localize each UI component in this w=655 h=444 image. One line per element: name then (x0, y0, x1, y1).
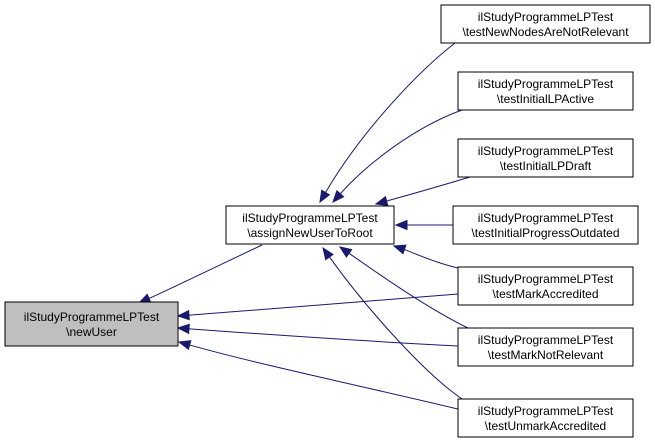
edge-arrowhead (338, 246, 353, 258)
node-box (457, 138, 634, 178)
edge-t6-to-newUser (176, 323, 459, 347)
edge-arrowhead (392, 244, 407, 255)
node-method-label: \assignNewUserToRoot (247, 226, 373, 240)
edge-line (339, 109, 463, 195)
edge-assign-to-newUser (137, 244, 263, 304)
node-t3[interactable]: ilStudyProgrammeLPTest\testInitialLPDraf… (457, 138, 634, 178)
node-box (452, 205, 639, 245)
node-class-label: ilStudyProgrammeLPTest (478, 211, 614, 225)
edges-layer (137, 42, 471, 411)
node-method-label: \testInitialLPActive (497, 92, 594, 106)
edge-t6-to-assign (338, 246, 471, 330)
edge-arrowhead (319, 189, 331, 204)
node-method-label: \testUnmarkAccredited (485, 419, 606, 433)
edge-arrowhead (176, 323, 190, 335)
node-t6[interactable]: ilStudyProgrammeLPTest\testMarkNotReleva… (457, 327, 634, 367)
node-class-label: ilStudyProgrammeLPTest (478, 333, 614, 347)
edge-t5-to-assign (392, 244, 459, 269)
node-t7[interactable]: ilStudyProgrammeLPTest\testUnmarkAccredi… (457, 398, 634, 438)
edge-line (188, 344, 463, 411)
edge-line (403, 248, 459, 269)
node-class-label: ilStudyProgrammeLPTest (478, 10, 614, 24)
node-box (457, 266, 634, 306)
edge-arrowhead (374, 195, 389, 206)
node-method-label: \newUser (66, 325, 117, 339)
node-box (440, 4, 651, 44)
edge-arrowhead (177, 340, 192, 351)
node-assign[interactable]: ilStudyProgrammeLPTest\assignNewUserToRo… (225, 205, 395, 245)
edge-t4-to-assign (394, 219, 454, 231)
edge-arrowhead (176, 309, 190, 321)
node-newUser: ilStudyProgrammeLPTest\newUser (4, 301, 179, 347)
edge-line (187, 328, 459, 347)
edge-t2-to-assign (332, 109, 463, 203)
node-box (457, 71, 634, 111)
edge-line (385, 176, 471, 202)
edge-line (328, 255, 463, 400)
node-method-label: \testMarkAccredited (492, 287, 598, 301)
node-class-label: ilStudyProgrammeLPTest (242, 211, 378, 225)
node-class-label: ilStudyProgrammeLPTest (478, 77, 614, 91)
node-box (4, 301, 179, 347)
nodes-layer: ilStudyProgrammeLPTest\newUserilStudyPro… (4, 4, 651, 438)
edge-arrowhead (394, 219, 408, 231)
node-box (225, 205, 395, 245)
edge-t5-to-newUser (176, 293, 459, 321)
edge-arrowhead (332, 189, 345, 203)
edge-line (324, 42, 456, 194)
node-method-label: \testMarkNotRelevant (488, 348, 604, 362)
node-t1[interactable]: ilStudyProgrammeLPTest\testNewNodesAreNo… (440, 4, 651, 44)
node-box (457, 327, 634, 367)
node-t2[interactable]: ilStudyProgrammeLPTest\testInitialLPActi… (457, 71, 634, 111)
node-class-label: ilStudyProgrammeLPTest (478, 404, 614, 418)
node-t5[interactable]: ilStudyProgrammeLPTest\testMarkAccredite… (457, 266, 634, 306)
node-class-label: ilStudyProgrammeLPTest (478, 144, 614, 158)
node-method-label: \testNewNodesAreNotRelevant (462, 25, 629, 39)
edge-t1-to-assign (319, 42, 456, 204)
node-class-label: ilStudyProgrammeLPTest (478, 272, 614, 286)
edge-line (147, 244, 263, 300)
edge-line (347, 252, 471, 330)
edge-t7-to-newUser (177, 340, 463, 411)
edge-line (187, 293, 459, 316)
edge-t7-to-assign (322, 246, 463, 400)
node-t4[interactable]: ilStudyProgrammeLPTest\testInitialProgre… (452, 205, 639, 245)
node-box (457, 398, 634, 438)
edge-t3-to-assign (374, 176, 471, 206)
node-method-label: \testInitialProgressOutdated (471, 226, 619, 240)
edge-arrowhead (322, 246, 334, 261)
node-method-label: \testInitialLPDraft (500, 159, 592, 173)
node-class-label: ilStudyProgrammeLPTest (24, 310, 160, 324)
